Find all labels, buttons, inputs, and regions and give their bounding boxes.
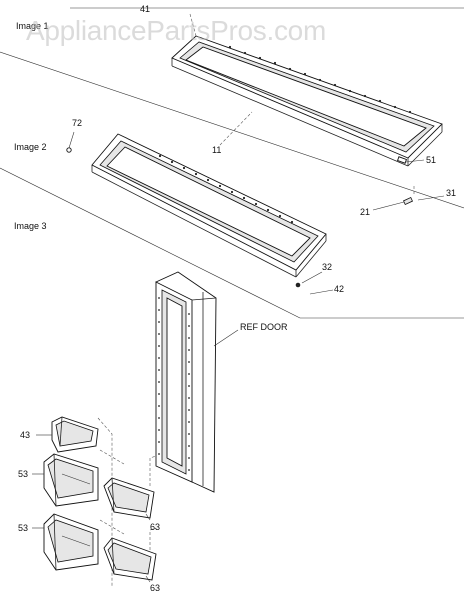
section-label-image-3: Image 3	[14, 221, 47, 231]
section-label-image-2: Image 2	[14, 142, 47, 152]
stud-row-lower	[158, 154, 294, 224]
section-label-image-1: Image 1	[16, 21, 49, 31]
part-label-32: 32	[322, 262, 332, 272]
leader-63-upper	[145, 513, 151, 521]
door-bin-53-lower	[43, 513, 99, 571]
part-label-53-lower: 53	[18, 523, 28, 533]
section-divider-1	[0, 51, 464, 209]
part-label-53-upper: 53	[18, 469, 28, 479]
leader-21	[372, 201, 405, 211]
part-label-11: 11	[212, 145, 221, 155]
leader-41	[189, 13, 197, 37]
part-label-63-upper: 63	[150, 522, 160, 532]
door-bin-63-lower	[103, 537, 157, 581]
door-liner-studs	[158, 297, 190, 471]
leader-42	[309, 289, 334, 295]
screw-32	[295, 282, 301, 288]
leader-72	[68, 131, 75, 149]
leader-51	[405, 159, 425, 163]
part-label-63-lower: 63	[150, 583, 160, 593]
part-label-72: 72	[72, 118, 82, 128]
watermark: AppliancePartsPros.com	[26, 15, 326, 46]
part-label-43: 43	[20, 430, 30, 440]
part-label-31: 31	[446, 188, 456, 198]
part-label-41: 41	[140, 4, 150, 14]
refrigerator-door	[155, 271, 217, 493]
bin-assembly-lines	[97, 417, 157, 586]
door-bin-63-upper	[103, 477, 155, 519]
stud-row-upper	[228, 45, 412, 114]
part-label-51: 51	[426, 155, 436, 165]
dike-rail-lower	[91, 133, 327, 278]
part-label-21: 21	[360, 207, 370, 217]
clip-21	[402, 196, 414, 206]
part-label-42: 42	[334, 284, 344, 294]
section-divider-2	[0, 167, 301, 319]
leader-ref-door	[213, 329, 239, 347]
leader-63-lower	[145, 575, 151, 583]
door-bin-53-upper	[43, 453, 99, 507]
screw-72	[66, 147, 72, 153]
dike-rail-upper	[171, 35, 443, 167]
end-cap-51	[396, 156, 408, 164]
ref-door-label: REF DOOR	[240, 322, 288, 332]
door-bin-43	[51, 416, 99, 453]
leader-31	[417, 195, 445, 201]
leader-32	[301, 271, 323, 284]
leader-11	[219, 111, 253, 146]
